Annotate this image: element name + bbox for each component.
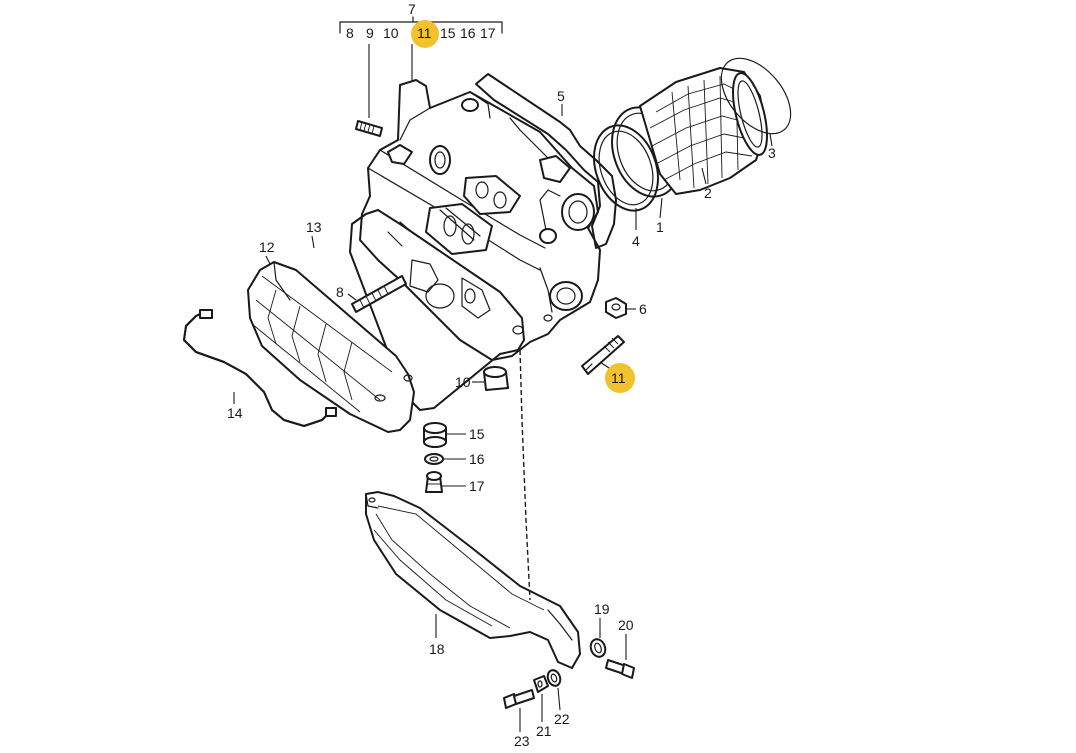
cylinder-barrel bbox=[639, 67, 768, 195]
clip-21 bbox=[533, 675, 549, 693]
label-3: 3 bbox=[768, 145, 776, 161]
highlight-circle-top bbox=[411, 20, 439, 48]
bolt-20 bbox=[605, 659, 635, 679]
callout-labels: 5 3 2 1 4 6 11 13 12 8 14 10 bbox=[227, 88, 776, 749]
label-2: 2 bbox=[704, 185, 712, 201]
label-19: 19 bbox=[594, 601, 610, 617]
label-1: 1 bbox=[656, 219, 664, 235]
label-bracket-15: 15 bbox=[440, 25, 456, 41]
label-17: 17 bbox=[469, 478, 485, 494]
label-13: 13 bbox=[306, 219, 322, 235]
label-18: 18 bbox=[429, 641, 445, 657]
label-23: 23 bbox=[514, 733, 530, 749]
part-17 bbox=[425, 471, 443, 493]
breather-hose bbox=[183, 309, 337, 427]
label-20: 20 bbox=[618, 617, 634, 633]
label-10: 10 bbox=[455, 374, 471, 390]
label-bracket-16: 16 bbox=[460, 25, 476, 41]
cylinder-head bbox=[359, 79, 601, 361]
label-bracket-11: 11 bbox=[417, 25, 432, 41]
long-stud-8 bbox=[351, 275, 407, 313]
label-bracket-8: 8 bbox=[346, 25, 354, 41]
label-7: 7 bbox=[408, 1, 416, 17]
label-14: 14 bbox=[227, 405, 243, 421]
stud-11 bbox=[581, 335, 625, 375]
group-bracket-7: 7 8 9 10 11 15 16 17 bbox=[339, 1, 503, 118]
label-22: 22 bbox=[554, 711, 570, 727]
label-16: 16 bbox=[469, 451, 485, 467]
lower-shield bbox=[365, 491, 581, 669]
assembly-axis-line bbox=[519, 349, 531, 601]
plug-10 bbox=[483, 366, 509, 391]
valve-cover-gasket bbox=[349, 209, 525, 411]
label-8: 8 bbox=[336, 284, 344, 300]
label-4: 4 bbox=[632, 233, 640, 249]
o-ring-3 bbox=[720, 57, 792, 135]
highlight-circle-11 bbox=[605, 363, 635, 393]
washer-16 bbox=[424, 453, 444, 465]
label-bracket-17: 17 bbox=[480, 25, 496, 41]
label-15: 15 bbox=[469, 426, 485, 442]
label-5: 5 bbox=[557, 88, 565, 104]
label-bracket-10: 10 bbox=[383, 25, 399, 41]
nut-6 bbox=[605, 297, 627, 319]
part-15 bbox=[423, 422, 447, 448]
head-gasket bbox=[475, 73, 617, 249]
washer-19 bbox=[589, 638, 607, 658]
label-21: 21 bbox=[536, 723, 552, 739]
stud-top bbox=[355, 120, 383, 137]
valve-cover bbox=[247, 261, 415, 433]
label-11: 11 bbox=[611, 370, 626, 386]
label-6: 6 bbox=[639, 301, 647, 317]
washer-22 bbox=[546, 669, 562, 687]
bolt-23 bbox=[503, 689, 535, 709]
label-12: 12 bbox=[259, 239, 275, 255]
label-bracket-9: 9 bbox=[366, 25, 374, 41]
